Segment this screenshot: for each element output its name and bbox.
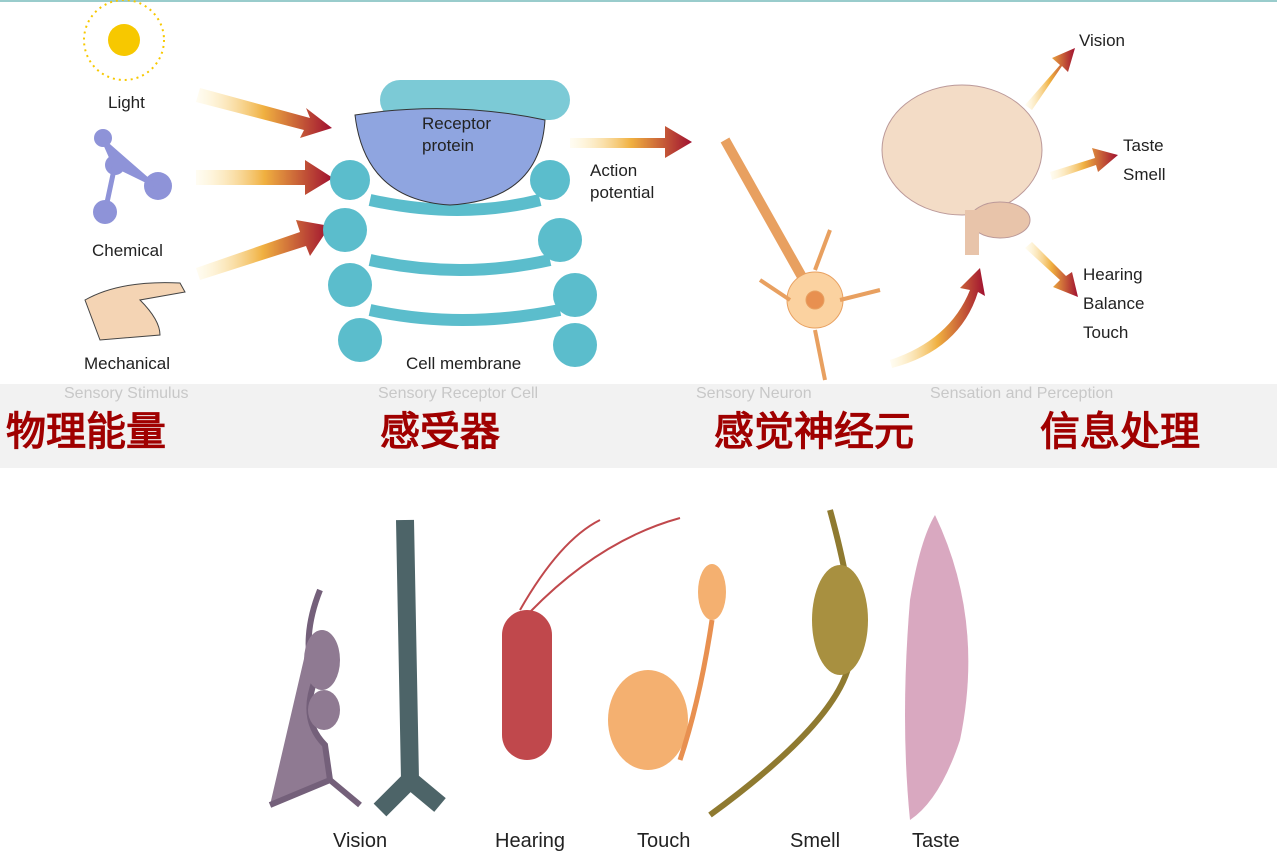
stimulus-mechanical-label: Mechanical: [84, 354, 170, 373]
hand-icon: [84, 282, 186, 341]
stimulus-light-label: Light: [108, 93, 145, 112]
cell-membrane-illustration: [323, 80, 597, 367]
label-information-processing: 信息处理: [1040, 408, 1200, 455]
label-physical-energy: 物理能量: [6, 408, 166, 455]
label-receptor: 感受器: [380, 408, 500, 455]
cell-label-touch: Touch: [637, 830, 691, 852]
faint-header-perception: Sensation and Perception: [930, 385, 1114, 402]
action-line2: potential: [590, 183, 655, 202]
receptor-protein-line2: protein: [422, 136, 474, 155]
neuron-arrow: [890, 268, 985, 368]
output-smell: Smell: [1123, 165, 1166, 184]
label-band: [0, 384, 1277, 468]
action-line1: Action: [590, 161, 638, 180]
faint-header-receptor: Sensory Receptor Cell: [378, 385, 539, 402]
action-potential-label: Action potential: [590, 160, 654, 204]
receptor-protein-label: Receptor protein: [422, 113, 491, 157]
cell-label-hearing: Hearing: [495, 830, 566, 852]
molecule-icon: [93, 129, 172, 224]
cell-label-smell: Smell: [790, 830, 841, 852]
sun-icon: [83, 0, 165, 81]
output-touch: Touch: [1083, 323, 1129, 342]
output-arrows: [1025, 48, 1118, 297]
action-arrow: [570, 126, 692, 158]
output-vision: Vision: [1079, 31, 1125, 50]
output-hearing: Hearing: [1083, 265, 1143, 284]
output-balance: Balance: [1083, 294, 1145, 313]
neuron-illustration: [720, 137, 881, 381]
brain-illustration: [881, 84, 1043, 255]
stimulus-arrows: [196, 88, 333, 280]
receptor-cells-illustration: [268, 509, 969, 820]
cell-label-taste: Taste: [912, 830, 960, 852]
output-taste: Taste: [1123, 136, 1164, 155]
cell-membrane-label: Cell membrane: [406, 354, 522, 373]
faint-header-stimulus: Sensory Stimulus: [64, 385, 189, 402]
label-sensory-neuron: 感觉神经元: [714, 408, 914, 455]
cell-label-vision: Vision: [333, 830, 388, 852]
faint-header-neuron: Sensory Neuron: [696, 385, 812, 402]
stimulus-chemical-label: Chemical: [92, 241, 163, 260]
receptor-protein-line1: Receptor: [422, 114, 491, 133]
